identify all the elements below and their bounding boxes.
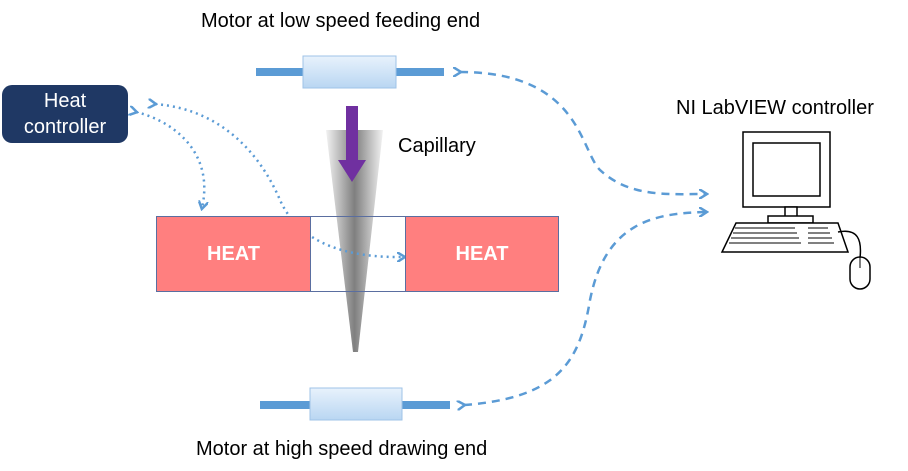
heat-link-left xyxy=(136,112,204,208)
capillary-label: Capillary xyxy=(398,135,476,157)
controller-label: NI LabVIEW controller xyxy=(676,97,874,119)
motor-top xyxy=(256,55,444,89)
heat-left-label: HEAT xyxy=(207,242,260,265)
heat-controller-box: Heat controller xyxy=(2,85,128,143)
motor-bottom-label: Motor at high speed drawing end xyxy=(196,438,488,460)
heat-controller-line2: controller xyxy=(23,116,107,138)
computer-icon xyxy=(742,131,831,224)
heat-right-label: HEAT xyxy=(455,242,509,265)
controller-link-top xyxy=(460,72,706,194)
heating-gap xyxy=(310,216,406,292)
motor-bottom xyxy=(260,387,450,421)
heat-block-right: HEAT xyxy=(405,216,559,292)
heat-block-left: HEAT xyxy=(156,216,311,292)
keyboard-icon xyxy=(720,222,850,253)
mouse-icon xyxy=(837,230,871,290)
heat-controller-line1: Heat xyxy=(43,90,87,112)
motor-top-label: Motor at low speed feeding end xyxy=(201,10,481,32)
controller-link-bottom xyxy=(464,212,706,405)
